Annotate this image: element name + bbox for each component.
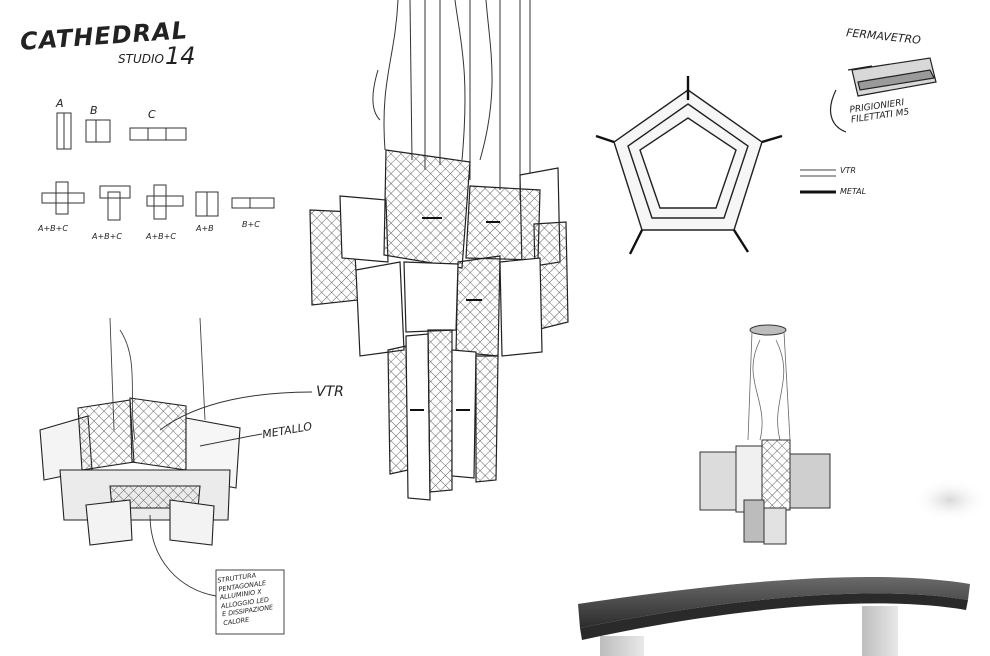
table-render xyxy=(578,576,970,656)
module-label-c: C xyxy=(148,108,156,121)
module-sketches xyxy=(41,112,275,221)
structure-note: STRUTTURA PENTAGONALE ALLUMINIO X ALLOGG… xyxy=(217,568,287,627)
fermavetro-detail xyxy=(829,57,937,133)
subtitle-studio: STUDIO xyxy=(118,52,164,66)
pentagon-plan xyxy=(595,76,836,255)
module-label-a: A xyxy=(56,97,64,110)
left-chandelier xyxy=(39,317,313,635)
legend-metal: METAL xyxy=(840,187,867,196)
subtitle-number: 14 xyxy=(165,42,196,70)
combo-label-1: A+B+C xyxy=(38,224,68,233)
callout-vtr: VTR xyxy=(316,384,344,400)
main-chandelier xyxy=(309,0,569,501)
soft-shadow xyxy=(912,478,988,522)
small-chandelier xyxy=(699,324,831,545)
combo-label-3: A+B+C xyxy=(146,232,176,241)
legend-vtr: VTR xyxy=(840,166,856,175)
combo-label-4: A+B xyxy=(196,224,214,233)
combo-label-2: A+B+C xyxy=(92,232,122,241)
combo-label-5: B+C xyxy=(242,220,260,229)
module-label-b: B xyxy=(90,104,98,117)
